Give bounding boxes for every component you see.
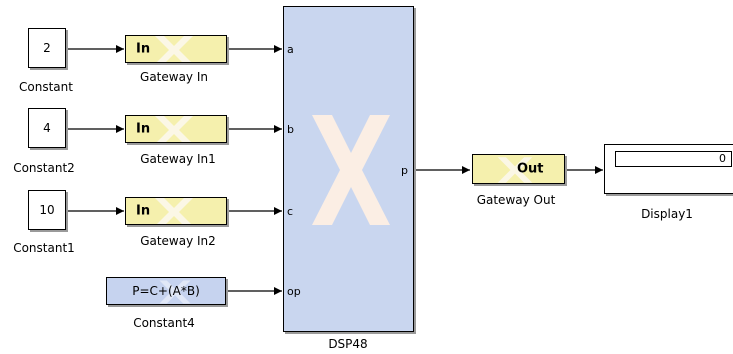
constant2-block[interactable]: 4 bbox=[28, 108, 66, 148]
xilinx-logo-icon bbox=[155, 116, 193, 142]
dsp48-port-b: b bbox=[287, 123, 294, 136]
gateway-in2-name: Gateway In2 bbox=[140, 234, 216, 248]
constant2-block-name: Constant2 bbox=[13, 161, 75, 175]
constant1-value: 10 bbox=[39, 203, 55, 217]
xilinx-logo-icon bbox=[155, 36, 193, 62]
gateway-in2-label: In bbox=[136, 203, 151, 219]
xilinx-logo-icon bbox=[312, 115, 390, 225]
dsp48-block[interactable]: a b c op p bbox=[283, 6, 414, 332]
xilinx-logo-icon bbox=[159, 280, 191, 304]
dsp48-block-name: DSP48 bbox=[328, 337, 368, 351]
constant2-value: 4 bbox=[43, 121, 51, 135]
xilinx-logo-icon bbox=[155, 198, 193, 224]
opcode-text: P=C+(A*B) bbox=[132, 284, 200, 298]
display-block-name: Display1 bbox=[641, 207, 693, 221]
dsp48-port-a: a bbox=[287, 43, 294, 56]
constant-block-name: Constant bbox=[19, 80, 73, 94]
gateway-out-label: Out bbox=[517, 161, 544, 177]
display-value: 0 bbox=[615, 151, 732, 167]
dsp48-port-c: c bbox=[287, 205, 294, 218]
gateway-in-label: In bbox=[136, 41, 151, 57]
gateway-in1-label: In bbox=[136, 121, 151, 137]
display-block[interactable]: 0 bbox=[604, 144, 733, 194]
constant1-block[interactable]: 10 bbox=[28, 190, 66, 230]
gateway-in1-name: Gateway In1 bbox=[140, 152, 216, 166]
gateway-out-block[interactable]: Out bbox=[472, 154, 565, 184]
dsp48-port-p: p bbox=[401, 164, 408, 177]
opcode-block-name: Constant4 bbox=[133, 316, 195, 330]
gateway-in1-block[interactable]: In bbox=[125, 115, 227, 143]
constant-value: 2 bbox=[43, 41, 51, 55]
xilinx-logo-icon bbox=[497, 157, 533, 183]
gateway-in-name: Gateway In bbox=[140, 70, 208, 84]
opcode-block[interactable]: P=C+(A*B) bbox=[106, 277, 226, 305]
constant-block[interactable]: 2 bbox=[28, 28, 66, 68]
gateway-in2-block[interactable]: In bbox=[125, 197, 227, 225]
constant1-block-name: Constant1 bbox=[13, 241, 75, 255]
gateway-out-name: Gateway Out bbox=[476, 193, 556, 207]
dsp48-port-op: op bbox=[287, 285, 301, 298]
gateway-in-block[interactable]: In bbox=[125, 35, 227, 63]
